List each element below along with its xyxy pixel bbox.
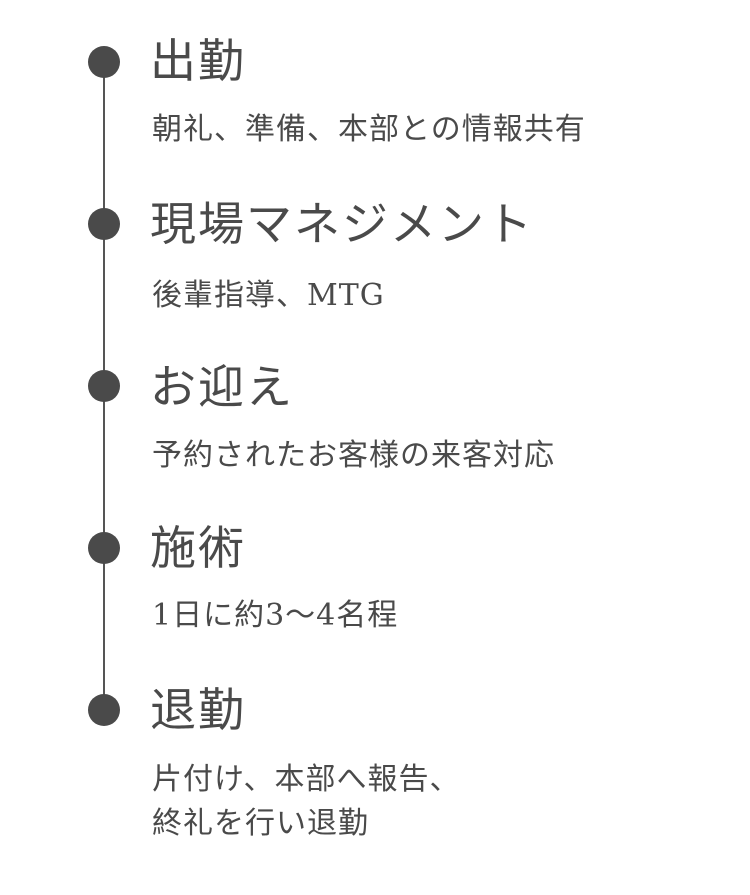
timeline-dot-icon: [88, 46, 120, 78]
step-title: 出勤: [150, 34, 246, 88]
step-description: 1日に約3〜4名程: [152, 598, 399, 633]
step-title: 現場マネジメント: [150, 197, 534, 251]
step-description: 片付け、本部へ報告、 終礼を行い退勤: [152, 762, 461, 841]
step-title: 退勤: [150, 683, 246, 737]
timeline-dot-icon: [88, 208, 120, 240]
timeline-dot-icon: [88, 370, 120, 402]
step-title: 施術: [150, 521, 246, 575]
step-title: お迎え: [150, 360, 294, 414]
step-description: 後輩指導、MTG: [152, 278, 385, 313]
step-description: 朝礼、準備、本部との情報共有: [152, 112, 586, 147]
timeline-dot-icon: [88, 532, 120, 564]
step-description: 予約されたお客様の来客対応: [152, 438, 555, 473]
timeline-dot-icon: [88, 694, 120, 726]
